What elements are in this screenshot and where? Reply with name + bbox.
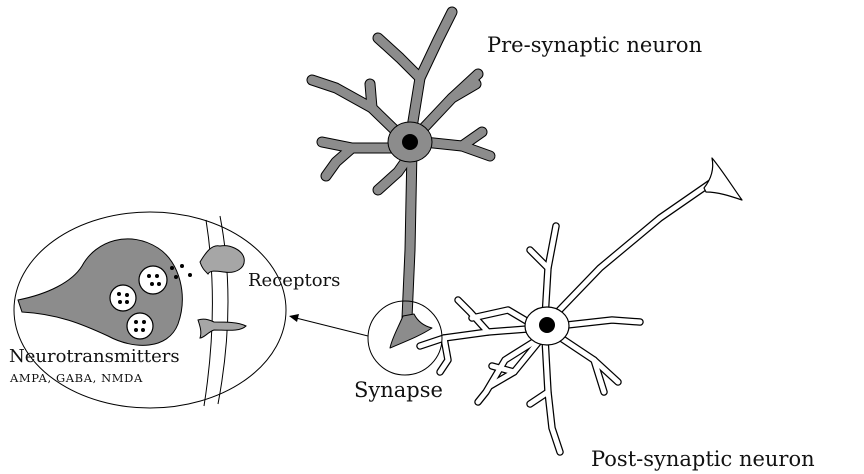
pre-synaptic-neuron [312, 12, 490, 348]
neurotransmitters-label: Neurotransmitters [9, 346, 180, 367]
post-synaptic-dendrite-tip [704, 158, 742, 200]
inset-vesicle [127, 313, 153, 339]
pre-synaptic-label: Pre-synaptic neuron [487, 33, 702, 57]
neurotransmitter-types-label: AMPA, GABA, NMDA [9, 371, 143, 385]
post-synaptic-nucleus [539, 317, 555, 333]
synapse-label: Synapse [354, 378, 443, 402]
pre-synaptic-nucleus [402, 134, 418, 150]
post-synaptic-label: Post-synaptic neuron [591, 447, 815, 471]
inset-vesicle [110, 285, 136, 311]
receptors-label: Receptors [248, 270, 340, 291]
synapse-zoom-arrow [289, 314, 368, 336]
post-synaptic-neuron [420, 158, 742, 452]
inset-vesicle [139, 266, 167, 294]
